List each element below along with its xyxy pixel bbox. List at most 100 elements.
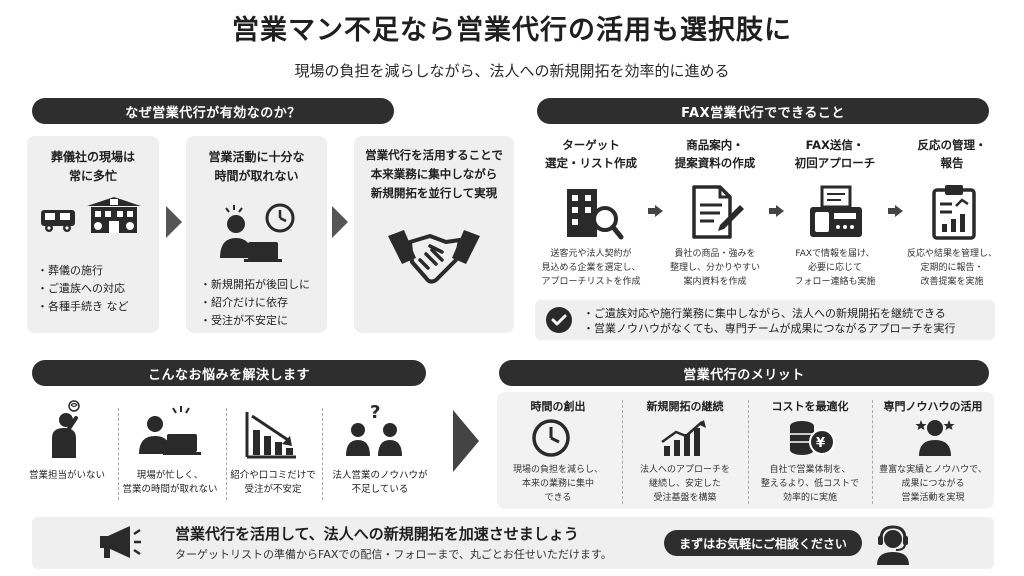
fax-step-3-title-2: 初回アプローチ bbox=[794, 156, 876, 170]
merit-4-desc-1: 豊富な実績とノウハウで、 bbox=[879, 465, 987, 475]
merit-1-desc-3: できる bbox=[544, 493, 572, 503]
fax-step-arrow bbox=[888, 205, 903, 217]
why-card-solution: 営業代行を活用することで 本来業務に集中しながら 新規開拓を並行して実現 bbox=[354, 136, 514, 333]
document-pen-icon bbox=[690, 183, 746, 241]
fax-step-4-title-2: 報告 bbox=[940, 156, 964, 170]
why-card-busy-bullet: 各種手続き など bbox=[37, 298, 129, 316]
people-question-icon: ? bbox=[344, 402, 406, 458]
headset-operator-icon bbox=[872, 524, 914, 566]
page-subtitle: 現場の負担を減らしながら、法人への新規開拓を効率的に進める bbox=[294, 62, 730, 80]
fax-step-arrow bbox=[769, 205, 784, 217]
handshake-icon bbox=[386, 222, 482, 288]
why-card-time-title-2: 時間が取れない bbox=[214, 169, 299, 183]
merit-divider bbox=[748, 400, 749, 504]
fax-step-1-desc-3: アプローチリストを作成 bbox=[541, 277, 641, 287]
why-card-time-bullet: 新規開拓が後回しに bbox=[200, 276, 310, 294]
fax-step-4-desc-3: 改善提案を実施 bbox=[920, 277, 984, 287]
why-card-busy-title-2: 常に多忙 bbox=[68, 169, 117, 183]
why-card-time-bullet: 紹介だけに依存 bbox=[200, 294, 310, 312]
merit-3-desc-2: 整えるより、低コストで bbox=[760, 479, 860, 489]
fax-benefit-item: ご遺族対応や施行業務に集中しながら、法人への新規開拓を継続できる bbox=[583, 306, 955, 321]
building-search-icon bbox=[563, 185, 625, 241]
why-heading: なぜ営業代行が有効なのか？ bbox=[32, 98, 394, 124]
declining-chart-icon bbox=[244, 410, 298, 460]
fax-step-3-desc-1: FAXで情報を届け、 bbox=[795, 249, 875, 259]
merits-heading: 営業代行のメリット bbox=[499, 360, 989, 386]
growth-chart-icon bbox=[660, 418, 710, 458]
fax-step-arrow bbox=[648, 205, 663, 217]
merit-divider bbox=[872, 400, 873, 504]
svg-text:?: ? bbox=[370, 402, 380, 423]
why-card-busy-bullet: 葬儀の施行 bbox=[37, 262, 129, 280]
problem-1-label: 営業担当がいない bbox=[28, 470, 105, 481]
merit-4-desc-2: 成果につながる bbox=[901, 479, 965, 489]
why-card-busy: 葬儀社の現場は 常に多忙 葬儀の施行 ご遺族への対応 各種手続き など bbox=[27, 136, 159, 333]
why-card-solution-title-1: 営業代行を活用することで bbox=[365, 148, 503, 162]
worried-person-icon bbox=[46, 400, 88, 460]
why-arrow-2 bbox=[332, 206, 348, 238]
consult-button[interactable]: まずはお気軽にご相談ください bbox=[664, 530, 862, 556]
coins-yen-icon: ¥ bbox=[786, 418, 836, 458]
megaphone-icon bbox=[98, 524, 142, 562]
why-card-busy-title-1: 葬儀社の現場は bbox=[50, 150, 135, 164]
fax-step-2-title-2: 提案資料の作成 bbox=[674, 156, 756, 170]
busy-worker-icon bbox=[133, 404, 205, 458]
merit-divider bbox=[622, 400, 623, 504]
merit-2-desc-1: 法人へのアプローチを bbox=[639, 465, 730, 475]
merit-1-desc-1: 現場の負担を減らし、 bbox=[512, 465, 603, 475]
fax-step-1-desc-1: 送客元や法人契約が bbox=[550, 249, 632, 259]
merit-2-title: 新規開拓の継続 bbox=[646, 400, 724, 413]
fax-step-2-desc-1: 貴社の商品・強みを bbox=[674, 249, 756, 259]
merit-2-desc-3: 受注基盤を構築 bbox=[653, 493, 717, 503]
merit-1-desc-2: 本来の業務に集中 bbox=[521, 479, 594, 489]
problem-divider bbox=[118, 408, 119, 500]
merit-4-title: 専門ノウハウの活用 bbox=[883, 400, 983, 413]
expert-person-icon bbox=[915, 416, 955, 458]
why-card-busy-bullet: ご遺族への対応 bbox=[37, 280, 129, 298]
fax-heading: FAX営業代行でできること bbox=[537, 98, 989, 124]
busy-worker-clock-icon bbox=[214, 202, 300, 266]
fax-step-4-desc-1: 反応や結果を管理し、 bbox=[906, 249, 997, 259]
merit-2-desc-2: 継続し、安定した bbox=[648, 479, 721, 489]
cta-sub-text: ターゲットリストの準備からFAXでの配信・フォローまで、丸ごとお任せいただけます… bbox=[175, 548, 612, 561]
fax-step-4-title-1: 反応の管理・ bbox=[917, 138, 987, 152]
problem-2-label-1: 現場が忙しく、 bbox=[136, 470, 204, 481]
fax-machine-icon bbox=[806, 185, 866, 241]
fax-step-3-title-1: FAX送信・ bbox=[805, 138, 865, 152]
fax-step-2-title-1: 商品案内・ bbox=[686, 138, 744, 152]
why-card-time-bullet: 受注が不安定に bbox=[200, 312, 310, 330]
why-card-solution-title-3: 新規開拓を並行して実現 bbox=[370, 186, 498, 200]
solution-arrow bbox=[453, 410, 479, 472]
check-circle-icon bbox=[545, 306, 573, 334]
problem-3-label-2: 受注が不安定 bbox=[244, 484, 302, 495]
merit-4-desc-3: 営業活動を実現 bbox=[901, 493, 965, 503]
fax-step-1-title-1: ターゲット bbox=[562, 138, 620, 152]
hearse-icon bbox=[39, 202, 77, 234]
why-card-time-title-1: 営業活動に十分な bbox=[208, 150, 305, 164]
fax-step-4-desc-2: 定期的に報告・ bbox=[920, 263, 984, 273]
why-card-solution-title-2: 本来業務に集中しながら bbox=[370, 167, 498, 181]
problem-4-label-2: 不足している bbox=[351, 484, 409, 495]
clock-icon bbox=[531, 418, 571, 458]
fax-step-3-desc-2: 必要に応じて bbox=[807, 263, 862, 273]
page-title: 営業マン不足なら営業代行の活用も選択肢に bbox=[232, 15, 792, 46]
problem-2-label-2: 営業の時間が取れない bbox=[122, 484, 218, 495]
merit-3-desc-3: 効率的に実施 bbox=[782, 493, 837, 503]
cta-main-text: 営業代行を活用して、法人への新規開拓を加速させましょう bbox=[175, 525, 579, 543]
fax-step-3-desc-3: フォロー連絡も実施 bbox=[794, 277, 876, 287]
svg-text:¥: ¥ bbox=[816, 436, 825, 451]
fax-benefit-item: 営業ノウハウがなくても、専門チームが成果につながるアプローチを実行 bbox=[583, 321, 955, 336]
problem-divider bbox=[226, 408, 227, 500]
fax-step-1-desc-2: 見込める企業を選定し、 bbox=[541, 263, 641, 273]
fax-step-2-desc-3: 案内資料を作成 bbox=[683, 277, 747, 287]
merit-3-desc-1: 自社で営業体制を、 bbox=[769, 465, 851, 475]
merits-panel bbox=[497, 392, 994, 509]
problems-heading: こんなお悩みを解決します bbox=[32, 360, 426, 386]
merit-1-title: 時間の創出 bbox=[530, 400, 586, 413]
problem-divider bbox=[322, 408, 323, 500]
merit-3-title: コストを最適化 bbox=[771, 400, 849, 413]
problem-4-label-1: 法人営業のノウハウが bbox=[332, 470, 428, 481]
why-card-time: 営業活動に十分な 時間が取れない 新規開拓が後回しに 紹介だけに依存 受注が不安… bbox=[186, 136, 327, 333]
problem-3-label-1: 紹介や口コミだけで bbox=[230, 470, 316, 481]
fax-step-1-title-2: 選定・リスト作成 bbox=[545, 156, 637, 170]
